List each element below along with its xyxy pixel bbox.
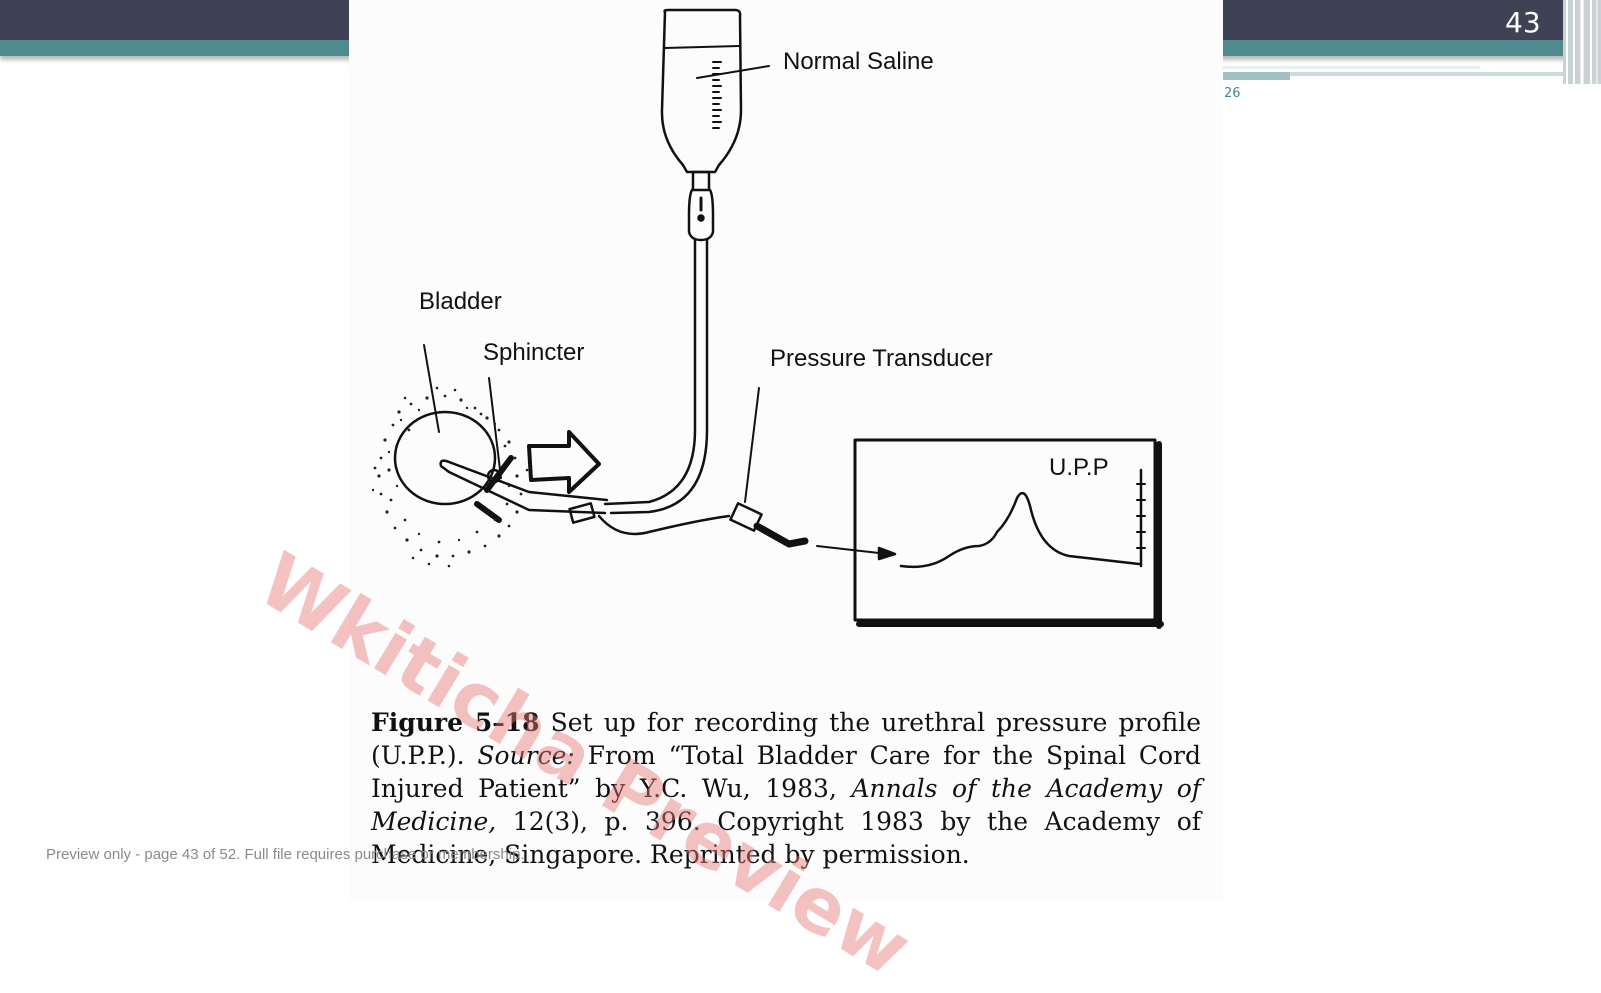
bladder — [393, 410, 497, 506]
caption-text: Set up for recording the urethral pressu… — [371, 708, 1201, 770]
caption-text: 12(3), p. 396. Copyright 1983 by the Aca… — [371, 807, 1201, 869]
decor-edge-lines — [1563, 0, 1601, 84]
pressure-transducer — [729, 502, 763, 532]
figure-caption: Figure 5–18 Set up for recording the ure… — [371, 706, 1201, 871]
label-pressure-transducer: Pressure Transducer — [770, 345, 993, 372]
figure-panel: Normal Saline Bladder Sphincter Pressure… — [349, 0, 1223, 900]
label-sphincter: Sphincter — [483, 339, 585, 366]
upp-setup-diagram — [371, 8, 1164, 629]
decor-stripe — [1290, 72, 1580, 76]
caption-figure-id: Figure 5–18 — [371, 708, 540, 737]
caption-journal: Annals of the Academy of Medicine, — [371, 774, 1201, 836]
caption-text: From “Total Bladder Care for the Spinal … — [371, 741, 1201, 803]
flow-arrow — [527, 430, 601, 494]
decor-stripe — [1220, 66, 1480, 69]
tissue-stipple — [371, 386, 529, 568]
saline-tubing — [603, 238, 697, 506]
upp-recorder — [853, 438, 1157, 622]
drip-chamber — [691, 170, 711, 192]
label-normal-saline: Normal Saline — [783, 48, 934, 75]
bottle-scale — [712, 61, 722, 129]
saline-bottle — [660, 8, 743, 174]
label-upp: U.P.P — [1049, 454, 1109, 481]
slide-reference-number: 26 — [1224, 86, 1241, 101]
caption-source-label: Source: — [477, 741, 575, 770]
catheter — [439, 459, 609, 515]
slide-number: 43 — [1505, 6, 1541, 39]
preview-notice: Preview only - page 43 of 52. Full file … — [46, 846, 525, 863]
upp-trace — [899, 491, 1141, 569]
decor-stripe — [1220, 72, 1290, 80]
label-bladder: Bladder — [419, 288, 502, 315]
